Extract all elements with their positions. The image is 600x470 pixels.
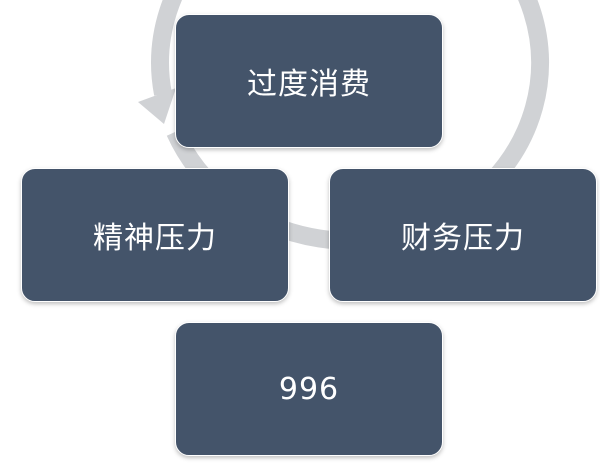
cycle-arrowhead	[138, 88, 176, 124]
cycle-node-overconsumption: 过度消费	[175, 14, 443, 148]
node-label: 过度消费	[247, 67, 371, 102]
cycle-node-mental-pressure: 精神压力	[21, 168, 289, 302]
node-label: 996	[278, 371, 340, 407]
node-label: 财务压力	[401, 221, 525, 256]
node-label: 精神压力	[93, 221, 217, 256]
cycle-ring	[151, 0, 550, 250]
cycle-node-996: 996	[175, 322, 443, 456]
cycle-node-financial-pressure: 财务压力	[329, 168, 597, 302]
